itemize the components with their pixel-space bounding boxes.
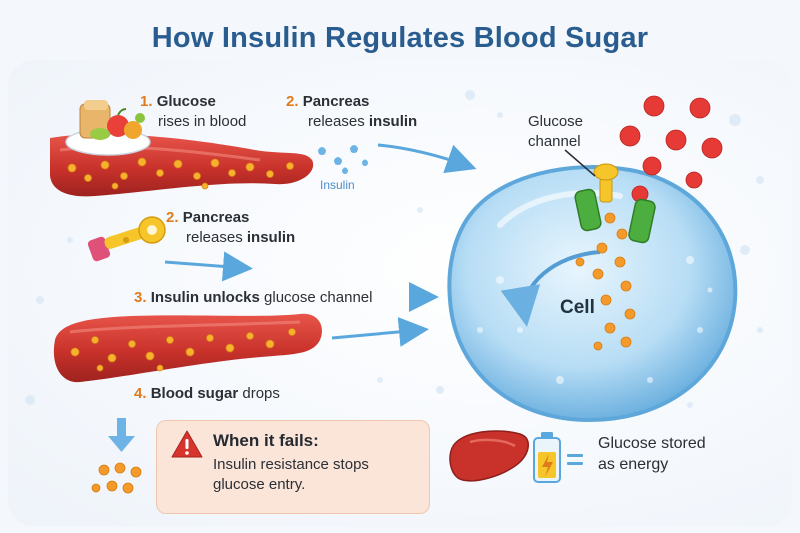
step-1-title: Glucose xyxy=(156,93,216,110)
step-1-label: 1. Glucose rises in blood xyxy=(140,92,246,132)
insulin-droplet-label: Insulin xyxy=(320,178,355,192)
equals-sign xyxy=(567,454,583,465)
channel-pointer xyxy=(564,149,596,177)
insulin-key-icon xyxy=(87,216,166,262)
glucose-channel-label: Glucose channel xyxy=(528,112,583,152)
step-3-number: 3. xyxy=(134,289,147,306)
step-4-text: drops xyxy=(238,385,280,402)
glucose-stored-label: Glucose stored as energy xyxy=(598,433,706,475)
step-2b-text: releases xyxy=(186,229,247,246)
step-2a-text: releases xyxy=(308,113,369,130)
down-arrow-icon xyxy=(108,418,135,452)
step-4-title: Blood sugar xyxy=(150,385,239,402)
step-2a-title: Pancreas xyxy=(302,93,370,110)
page-title: How Insulin Regulates Blood Sugar xyxy=(151,22,649,54)
insulin-droplets xyxy=(318,145,368,174)
step-2a-text-bold: insulin xyxy=(368,113,418,130)
step-1-text: rises in blood xyxy=(158,113,247,130)
glucose-channel-icon xyxy=(574,163,656,244)
arrow-pancreas-to-cell xyxy=(377,143,477,174)
step-1-number: 1. xyxy=(140,93,153,110)
step-3-text: glucose channel xyxy=(259,289,373,306)
step-2b-label: 2. Pancreas releases insulin xyxy=(166,208,295,248)
warning-icon xyxy=(171,430,203,458)
step-4-label: 4. Blood sugar drops xyxy=(134,384,280,404)
failure-callout: When it fails: Insulin resistance stops … xyxy=(156,420,430,514)
cell-label: Cell xyxy=(560,297,595,318)
glucose-dots-inside-cell xyxy=(575,212,636,351)
step-3-label: 3. Insulin unlocks glucose channel xyxy=(134,288,372,308)
food-plate-icon xyxy=(65,100,151,156)
blood-vessel-bottom xyxy=(53,313,322,383)
glucose-channel-label-line1: Glucose xyxy=(528,113,584,130)
step-2b-number: 2. xyxy=(166,209,179,226)
step-2b-text-bold: insulin xyxy=(246,229,296,246)
arrow-key-to-right xyxy=(164,251,253,282)
glucose-channel-label-line2: channel xyxy=(528,133,581,150)
glucose-stored-line2: as energy xyxy=(598,456,669,473)
step-2b-title: Pancreas xyxy=(182,209,250,226)
glucose-dots-outside-cell xyxy=(619,95,723,203)
step-2a-number: 2. xyxy=(286,93,299,110)
liver-icon xyxy=(449,430,529,482)
failure-text: Insulin resistance stops glucose entry. xyxy=(213,456,369,493)
step-2a-label: 2. Pancreas releases insulin xyxy=(286,92,417,132)
arrow-vessel-to-cell xyxy=(331,316,429,347)
glucose-dots-low xyxy=(91,462,142,494)
failure-title: When it fails: xyxy=(213,431,319,450)
step-4-number: 4. xyxy=(134,385,147,402)
battery-icon xyxy=(533,432,561,483)
step-3-title: Insulin unlocks xyxy=(150,289,260,306)
glucose-stored-line1: Glucose stored xyxy=(598,435,706,452)
